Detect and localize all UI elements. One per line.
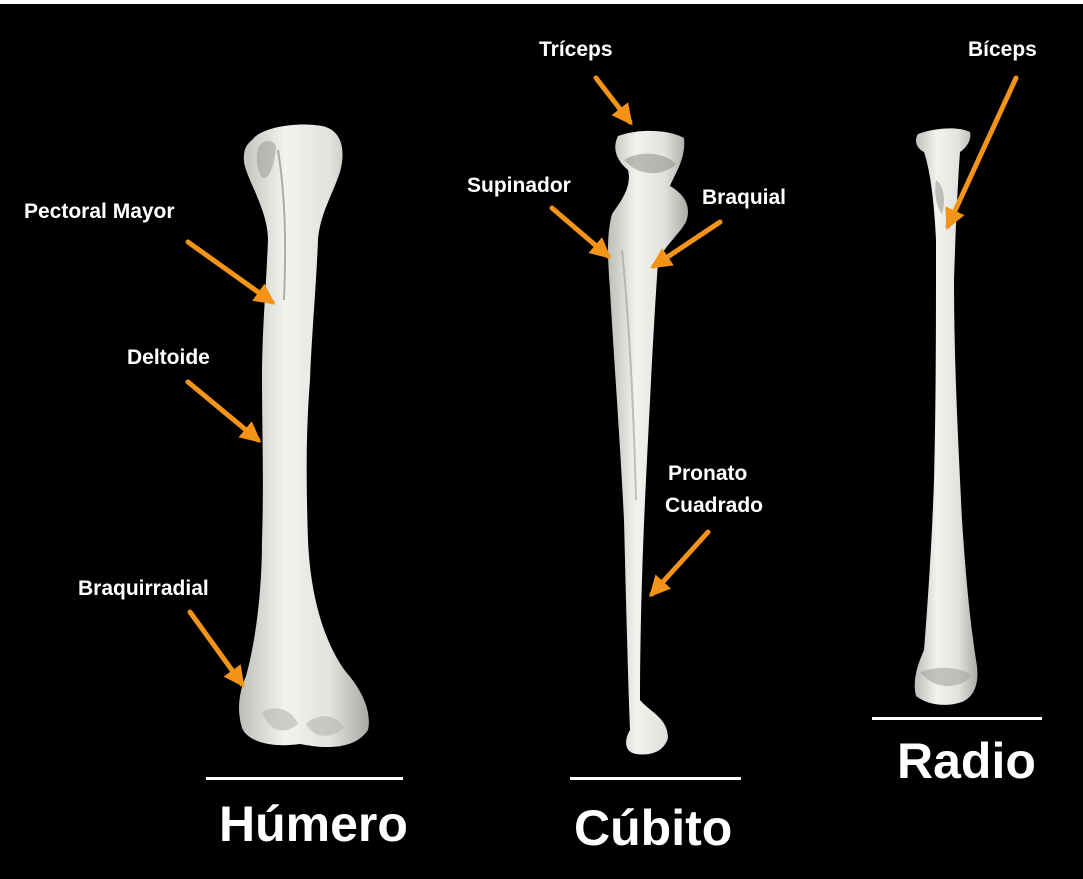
radio-underline — [872, 717, 1042, 720]
label-triceps: Tríceps — [539, 38, 613, 62]
arrow-deltoide — [188, 382, 258, 440]
title-cubito: Cúbito — [574, 800, 732, 856]
label-pectoral-mayor: Pectoral Mayor — [24, 200, 175, 224]
humerus-bone — [239, 125, 369, 748]
title-radio: Radio — [897, 733, 1036, 789]
label-braquirradial: Braquirradial — [78, 577, 209, 601]
arrow-supinador — [552, 208, 608, 256]
title-humero: Húmero — [219, 796, 408, 852]
ulna-shape — [608, 131, 688, 755]
radius-bone — [915, 128, 978, 705]
label-supinador: Supinador — [467, 174, 571, 198]
radius-shape — [915, 128, 978, 705]
humerus-shape — [239, 125, 369, 748]
label-biceps: Bíceps — [968, 38, 1037, 62]
arrow-pectoral-mayor — [188, 242, 272, 302]
arrow-pronato-cuadrado — [652, 532, 708, 594]
ulna-bone — [608, 131, 688, 755]
label-pronato-line2: Cuadrado — [665, 494, 763, 518]
humero-underline — [206, 777, 403, 780]
label-deltoide: Deltoide — [127, 346, 210, 370]
arrow-triceps — [596, 78, 630, 122]
cubito-underline — [570, 777, 741, 780]
arrow-braquirradial — [190, 612, 242, 684]
label-braquial: Braquial — [702, 186, 786, 210]
label-pronato-line1: Pronato — [668, 462, 747, 486]
